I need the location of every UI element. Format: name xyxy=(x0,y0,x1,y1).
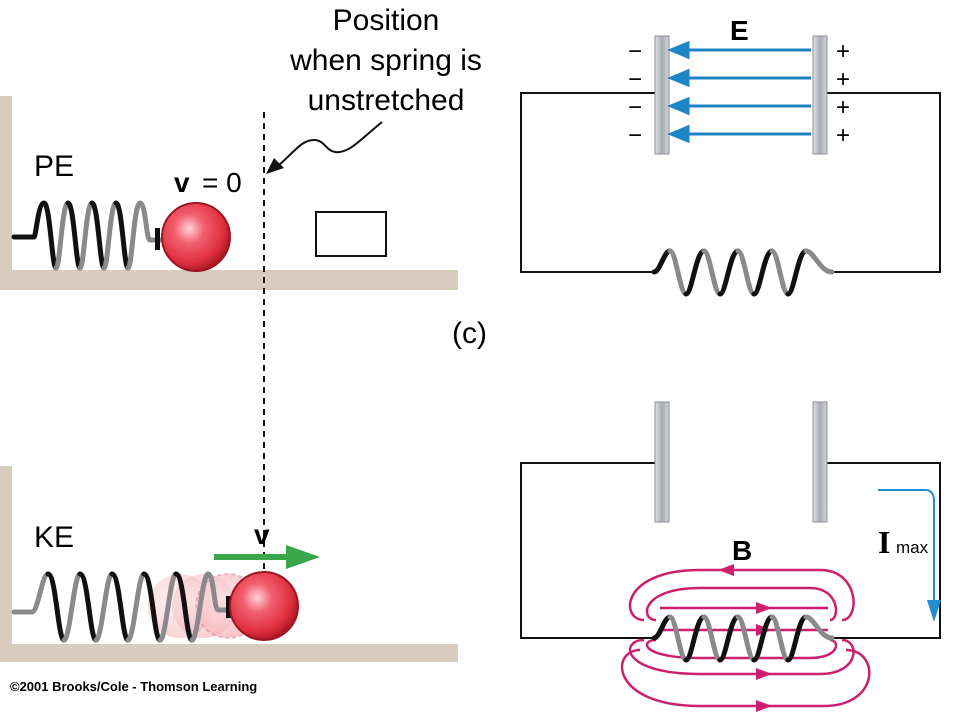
wall-top xyxy=(0,96,458,290)
circuit-bottom-wire xyxy=(520,462,941,639)
capacitor-plate-left-bottom xyxy=(654,401,670,523)
charge-right-4: + xyxy=(836,122,850,149)
charge-right-2: + xyxy=(836,66,850,93)
annotation-pointer xyxy=(277,121,383,167)
inductor-bottom xyxy=(651,614,835,663)
charge-left-3: − xyxy=(628,94,642,121)
velocity-zero-symbol: v xyxy=(174,167,190,198)
annotation: Position when spring is unstretched xyxy=(266,4,482,174)
mass-ball-bottom xyxy=(229,571,299,641)
spring-connector-top xyxy=(155,228,160,250)
b-field-arrowheads xyxy=(718,564,772,712)
charge-left-4: − xyxy=(628,122,642,149)
current-subscript: max xyxy=(896,538,929,557)
annotation-line-1: Position xyxy=(333,4,440,37)
velocity-symbol: v xyxy=(254,519,270,550)
b-field-loops xyxy=(620,568,871,708)
circuit-top: E − − − − + + + + xyxy=(520,15,941,297)
empty-box-marker xyxy=(315,211,387,257)
charge-right-3: + xyxy=(836,94,850,121)
charge-left-2: − xyxy=(628,66,642,93)
charge-left-1: − xyxy=(628,38,642,65)
panel-label: (c) xyxy=(452,317,487,350)
circuit-bottom: B I max xyxy=(520,401,941,712)
current-arrowhead xyxy=(927,600,941,622)
e-field-arrows xyxy=(667,40,811,144)
spring-system-top: PE v = 0 xyxy=(0,96,458,290)
capacitor-plate-right-bottom xyxy=(812,401,828,523)
velocity-arrowhead xyxy=(286,545,320,569)
spring-bottom xyxy=(11,571,231,643)
spring-system-bottom: KE v xyxy=(0,466,458,662)
mass-ball-top xyxy=(161,202,231,272)
energy-label-ke: KE xyxy=(34,521,74,554)
current-arrow xyxy=(878,489,935,606)
capacitor-plate-right-top xyxy=(812,35,828,155)
energy-label-pe: PE xyxy=(34,150,74,183)
current-symbol: I xyxy=(878,524,890,560)
spring-top xyxy=(11,200,163,271)
e-field-label: E xyxy=(730,15,749,46)
inductor-top xyxy=(651,248,835,297)
annotation-line-2: when spring is xyxy=(289,44,482,77)
capacitor-plate-left-top xyxy=(654,35,670,155)
spring-connector-bottom xyxy=(226,596,231,618)
circuit-top-wire xyxy=(520,92,941,273)
annotation-arrowhead xyxy=(266,158,284,174)
b-field-label: B xyxy=(732,535,752,566)
copyright-notice: ©2001 Brooks/Cole - Thomson Learning xyxy=(10,679,257,694)
annotation-line-3: unstretched xyxy=(308,84,465,117)
velocity-zero-value: = 0 xyxy=(202,167,242,198)
charge-right-1: + xyxy=(836,38,850,65)
